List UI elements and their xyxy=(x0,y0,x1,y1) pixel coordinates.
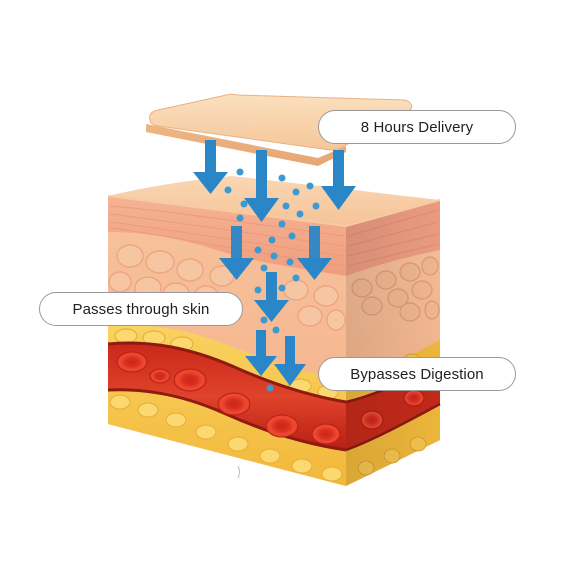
particle-dot-icon xyxy=(292,188,300,196)
drug-particles xyxy=(224,168,320,392)
particle-dot-icon xyxy=(240,200,248,208)
red-blood-cell-icon xyxy=(173,368,207,392)
particle-dot-icon xyxy=(282,202,290,210)
particle-dot-icon xyxy=(254,246,262,254)
particle-dot-icon xyxy=(260,316,268,324)
red-blood-cell-icon xyxy=(265,414,299,438)
particle-dot-icon xyxy=(270,252,278,260)
patch-side xyxy=(146,124,346,166)
particle-dot-icon xyxy=(236,168,244,176)
epidermis-lines xyxy=(109,205,345,267)
fat-cells xyxy=(109,328,343,482)
red-blood-cell-icon xyxy=(116,351,148,373)
particle-dot-icon xyxy=(292,274,300,282)
down-arrow-icon xyxy=(245,330,277,376)
particle-dot-icon xyxy=(278,174,286,182)
particle-dot-icon xyxy=(260,264,268,272)
particle-dot-icon xyxy=(266,384,274,392)
callout-passes-through-skin: Passes through skin xyxy=(39,292,243,326)
epidermis-layer-front xyxy=(108,196,346,276)
absorption-arrows xyxy=(193,140,356,386)
down-arrow-icon xyxy=(244,150,279,222)
particle-dot-icon xyxy=(268,236,276,244)
particle-dot-icon xyxy=(306,182,314,190)
red-blood-cell-icon xyxy=(149,368,171,384)
down-arrow-icon xyxy=(193,140,228,194)
down-arrow-icon xyxy=(274,336,306,386)
down-arrow-icon xyxy=(321,150,356,210)
red-blood-cell-icon xyxy=(217,392,251,416)
particle-dot-icon xyxy=(236,214,244,222)
particle-dot-icon xyxy=(278,220,286,228)
callout-bypasses-digestion: Bypasses Digestion xyxy=(318,357,516,391)
particle-dot-icon xyxy=(296,210,304,218)
particle-dot-icon xyxy=(254,286,262,294)
down-arrow-icon xyxy=(219,226,254,280)
callout-8-hours-delivery: 8 Hours Delivery xyxy=(318,110,516,144)
particle-dot-icon xyxy=(286,258,294,266)
red-blood-cell-icon xyxy=(311,423,341,445)
particle-dot-icon xyxy=(272,326,280,334)
down-arrow-icon xyxy=(297,226,332,280)
particle-dot-icon xyxy=(288,232,296,240)
down-arrow-icon xyxy=(254,272,289,322)
particle-dot-icon xyxy=(312,202,320,210)
skin-block xyxy=(107,176,441,486)
dermis-cells xyxy=(108,244,346,331)
particle-dot-icon xyxy=(278,284,286,292)
particle-dot-icon xyxy=(224,186,232,194)
